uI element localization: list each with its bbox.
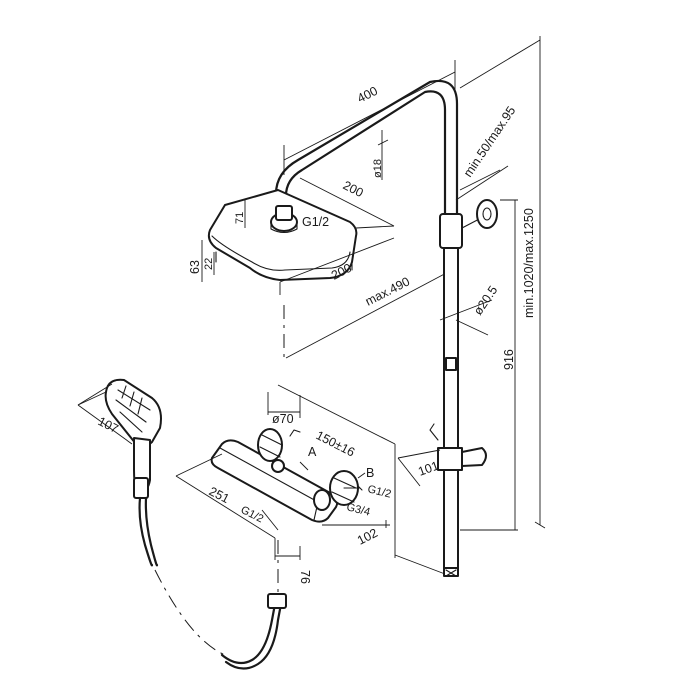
shower-head	[207, 189, 358, 281]
label-bracket: 101	[416, 459, 440, 479]
label-head-reach: max.490	[363, 274, 412, 308]
label-bottom-offset: 76	[298, 570, 312, 584]
label-thread-bottom: G1/2	[239, 504, 266, 526]
label-arm-diameter: ø18	[372, 159, 384, 178]
label-total-height: min.1020/max.1250	[522, 208, 536, 318]
label-head-depth: 200	[341, 178, 366, 200]
label-head-thread: G1/2	[302, 215, 329, 229]
label-head-height: 63	[188, 260, 202, 274]
thermostatic-mixer	[210, 428, 363, 523]
hand-shower	[104, 378, 162, 499]
label-outlet-a: A	[308, 445, 317, 459]
shower-arm	[274, 79, 459, 217]
label-outlet-b: B	[366, 466, 374, 480]
label-rail-height: 916	[502, 349, 516, 370]
label-arm-length: 400	[355, 84, 380, 106]
label-mixer-length: 251	[207, 484, 232, 506]
label-head-thickness: 22	[203, 258, 215, 270]
label-thread-inlet: G3/4	[345, 501, 371, 518]
label-center-distance: 150±16	[314, 428, 357, 459]
label-mixer-depth: 102	[355, 526, 380, 548]
label-thread-b: G1/2	[366, 483, 392, 500]
label-rail-diameter: ø20.5	[471, 283, 501, 317]
shower-rail	[429, 199, 498, 577]
label-head-connector: 71	[234, 212, 246, 224]
rail-dimensions: min.50/max.95 min.1020/max.1250 916 ø20.…	[394, 36, 546, 575]
shower-hose	[138, 496, 287, 670]
label-wall-distance: min.50/max.95	[461, 104, 518, 180]
label-handle-diameter: ø70	[272, 412, 294, 426]
